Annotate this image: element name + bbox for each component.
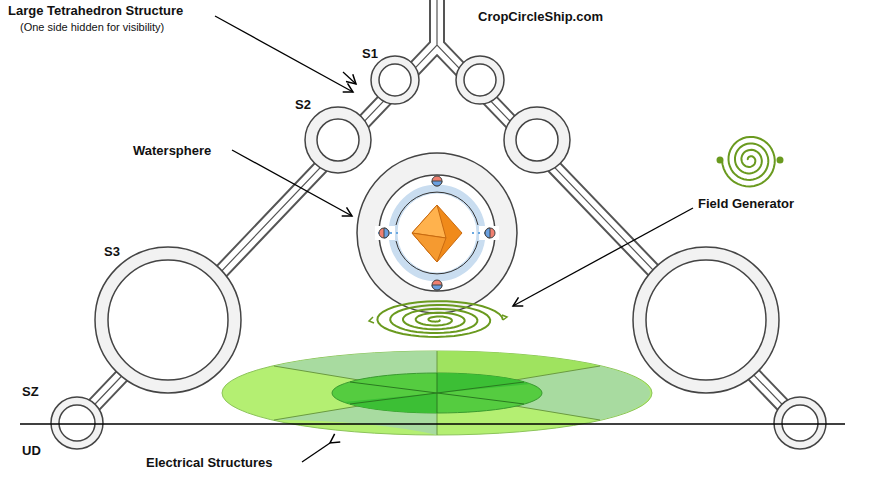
sphere-label: S1	[362, 46, 378, 61]
leader-lines	[215, 16, 693, 462]
field-generator	[369, 137, 783, 337]
node-spheres	[51, 56, 826, 449]
callout-label: Field Generator	[698, 196, 794, 211]
sphere-label: S3	[104, 244, 120, 259]
line-label: UD	[22, 443, 41, 458]
electrical-structures	[222, 351, 652, 435]
sphere-label: S2	[295, 97, 311, 112]
watersphere	[357, 153, 517, 313]
octahedron	[412, 205, 462, 262]
callout-label: Watersphere	[133, 143, 211, 158]
callout-label: Electrical Structures	[146, 455, 272, 470]
tetrahedron-frame	[77, 0, 800, 423]
sphere-label: SZ	[22, 384, 39, 399]
ud-line	[20, 423, 845, 425]
note-text: (One side hidden for visibility)	[20, 20, 164, 35]
watermark: CropCircleShip.com	[478, 9, 603, 24]
callout-label: Large Tetrahedron Structure	[8, 3, 183, 18]
